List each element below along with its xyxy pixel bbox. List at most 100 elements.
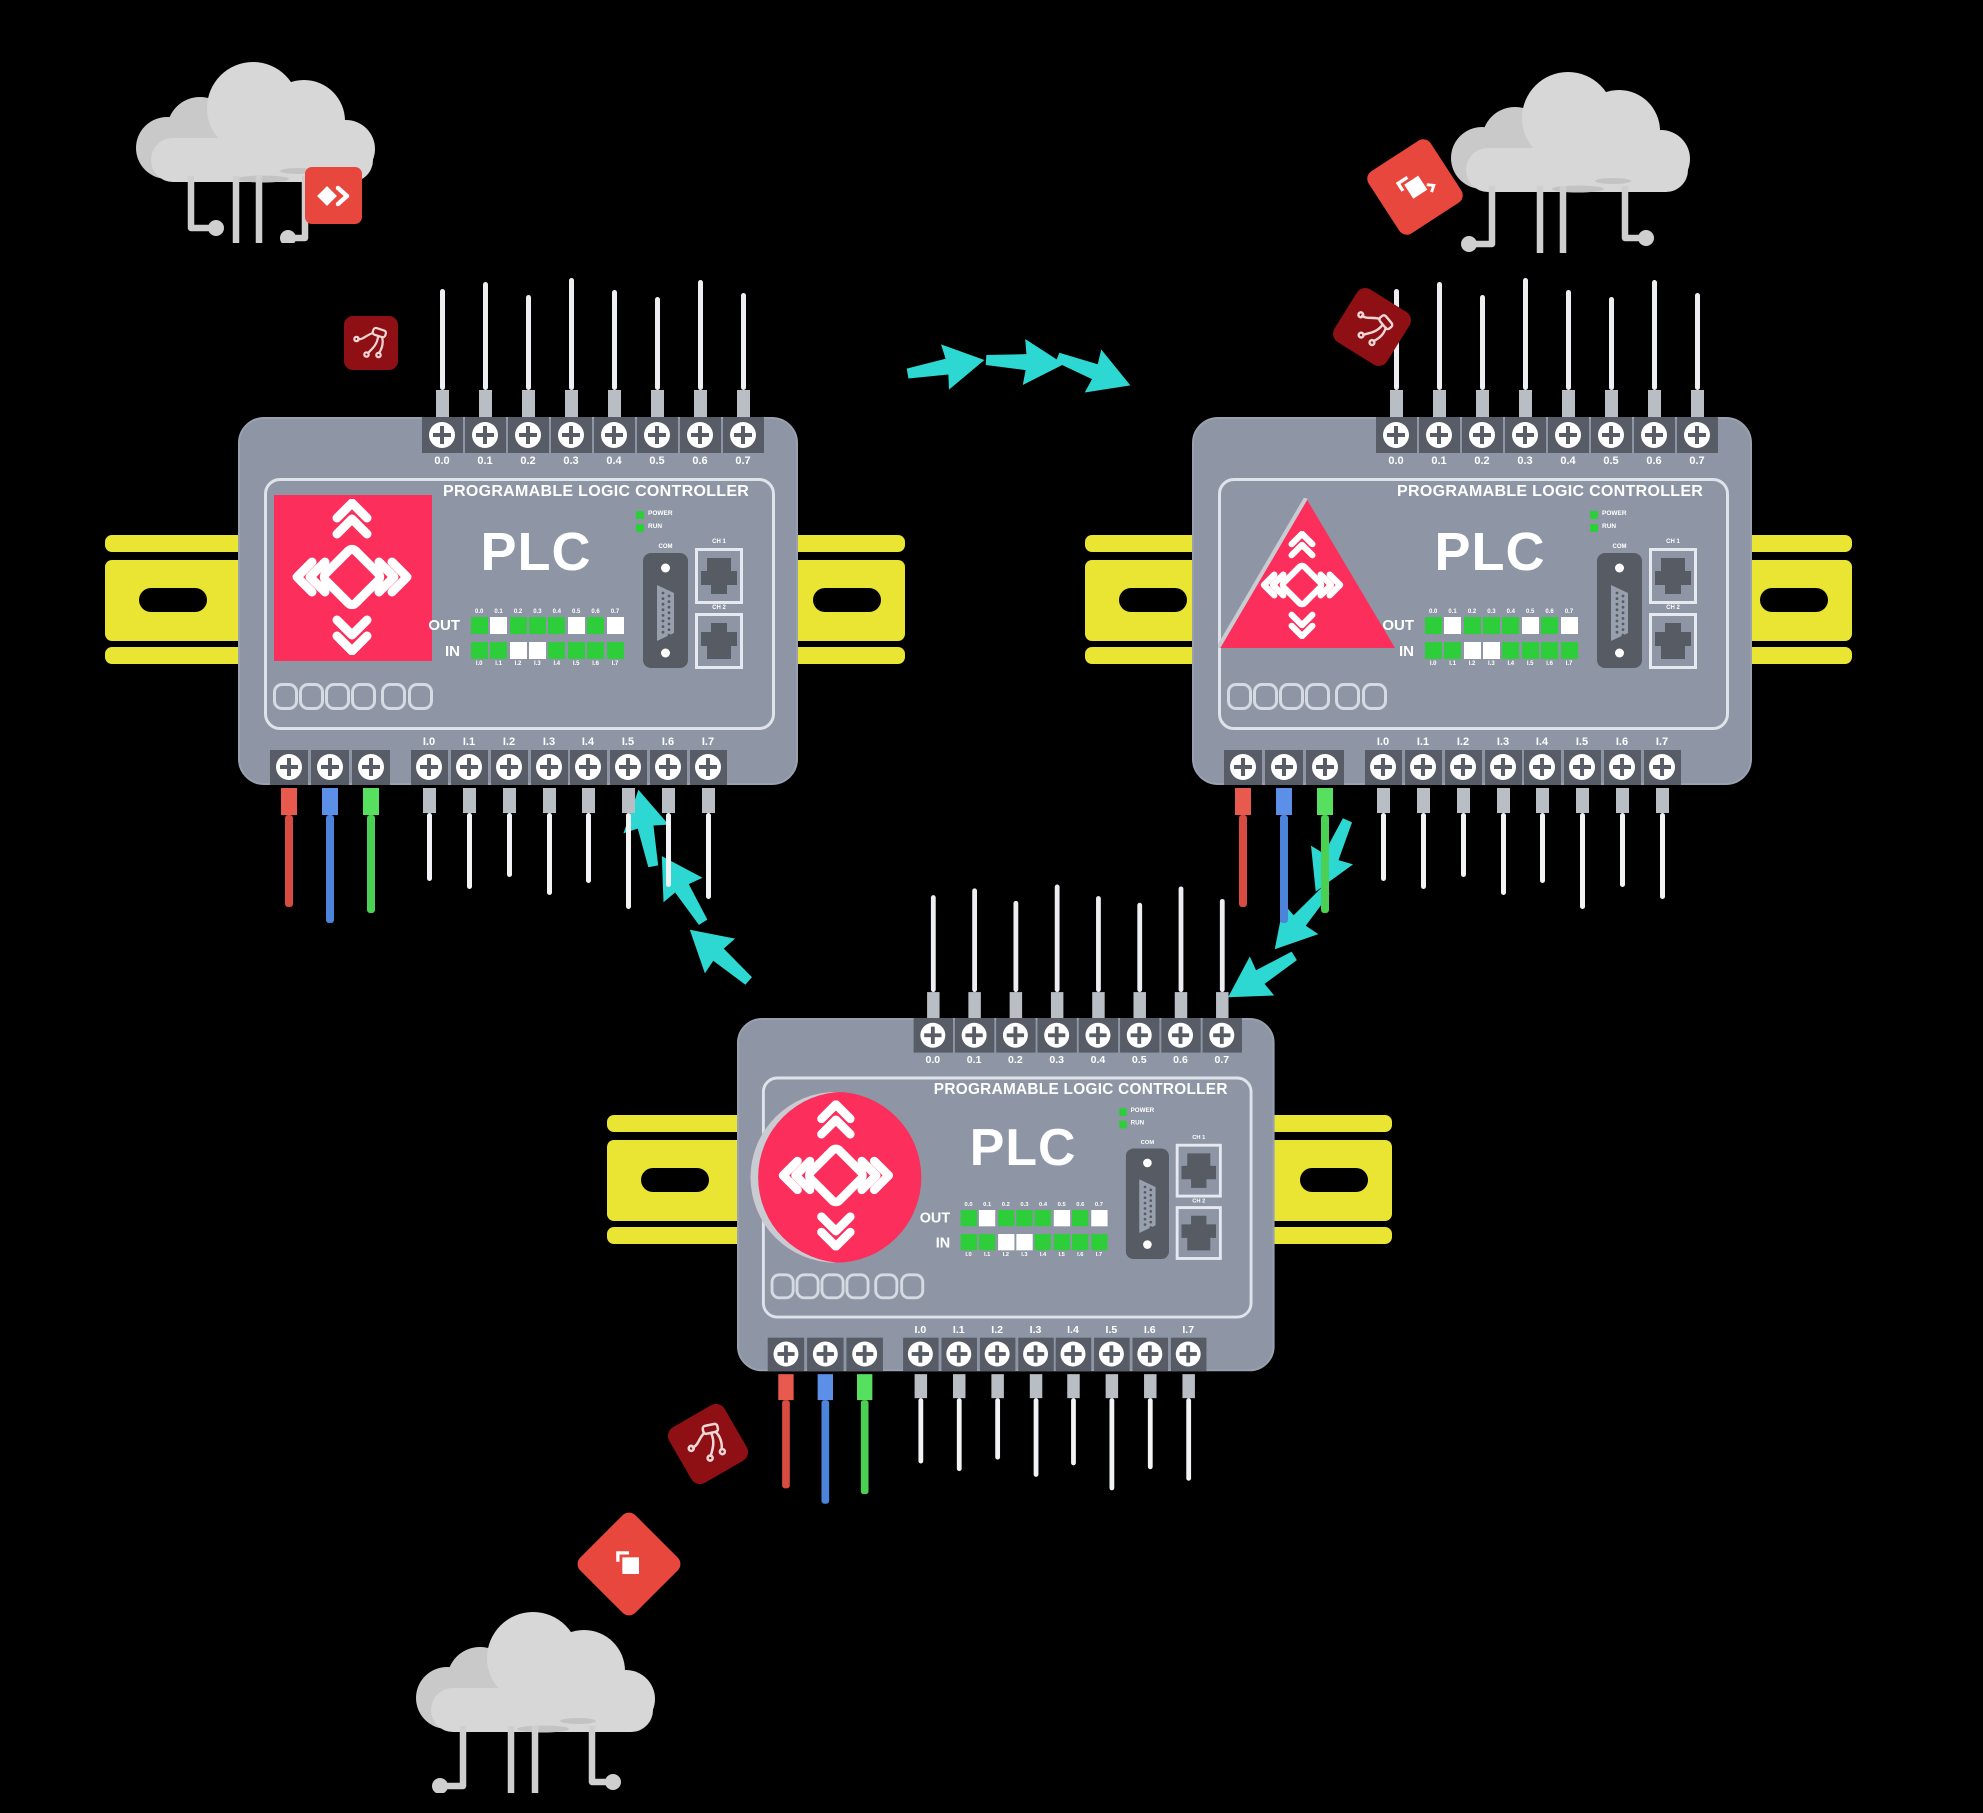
wire-ferrule	[693, 390, 707, 417]
screw-slot	[460, 765, 478, 769]
plc-title: PROGRAMABLE LOGIC CONTROLLER	[933, 1081, 1228, 1098]
patch-cable-glyph	[353, 326, 388, 359]
panel-button	[874, 1273, 899, 1300]
screw-slot	[1130, 1033, 1148, 1038]
out-led-label: 0.1	[1448, 609, 1457, 615]
patch-cable-glyph	[687, 1422, 727, 1462]
in-led	[1502, 642, 1520, 659]
wire	[917, 1398, 923, 1464]
wire-ferrule	[1518, 390, 1532, 417]
wire-ferrule	[502, 788, 516, 813]
terminal-screw	[1370, 754, 1396, 780]
in-led-label: I.7	[611, 661, 619, 667]
top-terminal-label: 0.7	[1689, 455, 1705, 467]
in-led-label: I.7	[1095, 1252, 1103, 1258]
wire-ferrule	[1143, 1374, 1157, 1399]
ethernet-port-1	[1649, 548, 1697, 604]
bottom-terminal-label: I.1	[952, 1324, 965, 1336]
in-led-label: I.4	[1507, 661, 1515, 667]
out-led-label: 0.0	[1429, 609, 1438, 615]
bottom-terminal-label: I.4	[1067, 1324, 1079, 1336]
out-led	[960, 1210, 977, 1227]
in-led-label: I.3	[1488, 661, 1495, 667]
power-wire-red	[1239, 815, 1247, 907]
wire	[740, 293, 746, 390]
bottom-terminal-label: I.7	[701, 736, 715, 748]
wire-ferrule	[435, 390, 449, 417]
wire-ferrule	[1215, 992, 1229, 1018]
power-led-label: POWER	[1130, 1107, 1155, 1114]
out-led-label: 0.2	[513, 609, 523, 615]
terminal-screw	[1230, 754, 1256, 780]
in-led	[587, 642, 605, 659]
plc-model-text: PLC	[969, 1118, 1077, 1177]
power-led	[1590, 511, 1598, 519]
patch-cable-icon	[1329, 284, 1415, 370]
out-led-label: 0.6	[1545, 609, 1554, 615]
panel-button	[351, 683, 376, 710]
screw-slot	[1089, 1033, 1107, 1038]
terminal-screw	[496, 754, 522, 780]
out-label: OUT	[1382, 617, 1414, 634]
wire-ferrule	[1181, 1374, 1195, 1399]
screw-slot	[950, 1352, 968, 1356]
serial-db15-port	[1125, 1148, 1169, 1259]
panel-button	[325, 683, 350, 710]
panel-button	[845, 1273, 870, 1300]
flow-arrow-plc-1-to-plc-2	[981, 331, 1068, 393]
top-terminal-label: 0.0	[925, 1054, 941, 1066]
wire-ferrule	[564, 390, 578, 417]
terminal-screw	[907, 1341, 933, 1367]
wire	[1608, 297, 1614, 390]
wire-ferrule	[1615, 788, 1629, 813]
power-wire-green	[857, 1374, 873, 1401]
wire-ferrule	[1456, 788, 1470, 813]
terminal-screw	[695, 754, 721, 780]
out-led	[1521, 617, 1539, 634]
out-led	[1502, 617, 1520, 634]
terminal-screw	[1569, 754, 1595, 780]
in-led-label: I.2	[514, 661, 522, 667]
screw-slot	[562, 433, 580, 437]
in-label: IN	[935, 1234, 951, 1252]
run-led	[1119, 1120, 1127, 1129]
screw-slot	[500, 765, 518, 769]
din-rail-slot	[139, 588, 207, 612]
power-wire-green	[1317, 788, 1333, 815]
out-led	[1560, 617, 1578, 634]
out-led	[1541, 617, 1559, 634]
in-led-label: I.1	[495, 661, 502, 667]
terminal-screw	[961, 1022, 987, 1048]
out-led	[509, 617, 527, 634]
din-rail-slot	[1119, 588, 1187, 612]
wire	[1109, 1398, 1114, 1491]
terminal-screw	[655, 754, 681, 780]
screw-slot	[433, 433, 451, 437]
bottom-terminal-label: I.0	[422, 736, 436, 748]
terminal-screw	[1410, 754, 1436, 780]
power-wire-red	[285, 815, 293, 907]
in-led	[528, 642, 546, 659]
out-led	[997, 1210, 1014, 1227]
wire-ferrule	[1690, 390, 1704, 417]
in-led	[548, 642, 566, 659]
out-led	[587, 617, 605, 634]
terminal-screw	[1512, 422, 1538, 448]
in-led-label: I.4	[553, 661, 561, 667]
wire	[1380, 813, 1386, 881]
bottom-terminal-label: I.5	[1575, 736, 1589, 748]
screw-slot	[1102, 1352, 1121, 1356]
run-led	[1590, 524, 1598, 532]
screw-slot	[476, 433, 494, 437]
top-terminal-label: 0.2	[1008, 1054, 1023, 1066]
wire	[994, 1398, 1000, 1460]
terminal-screw	[984, 1341, 1010, 1367]
out-led-label: 0.3	[1487, 609, 1496, 615]
wire	[1522, 278, 1528, 390]
top-terminal-label: 0.2	[520, 455, 536, 467]
out-led-label: 0.3	[533, 609, 542, 615]
top-terminal-label: 0.7	[1214, 1054, 1230, 1066]
power-wire-blue	[821, 1400, 830, 1504]
in-led-label: I.1	[983, 1252, 991, 1258]
